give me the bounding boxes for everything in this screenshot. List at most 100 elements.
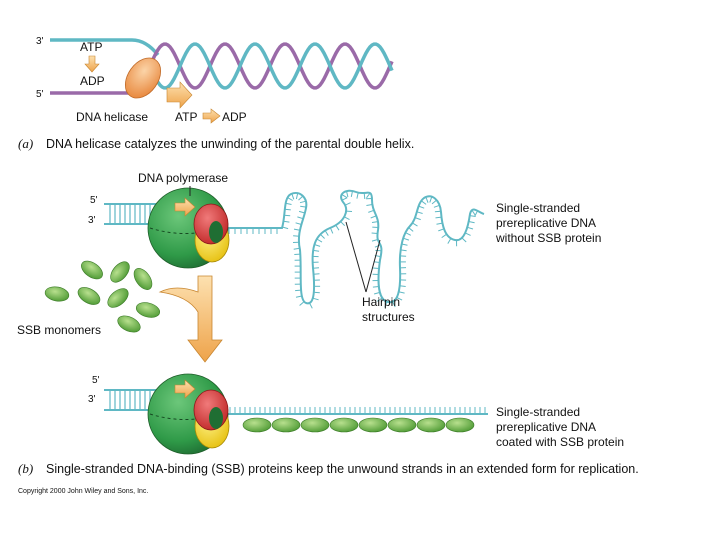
polymerase-direction-arrow-bottom [174, 379, 196, 399]
caption-b-text: Single-stranded DNA-binding (SSB) protei… [46, 462, 639, 476]
unpaired-base-tick [313, 273, 320, 275]
unpaired-base-tick [293, 247, 300, 250]
ssb-monomer [133, 268, 153, 290]
unpaired-base-tick [320, 233, 325, 239]
unpaired-base-tick [343, 216, 350, 221]
top-5prime-label: 5' [90, 195, 98, 206]
unpaired-base-tick [412, 222, 418, 227]
atp-to-adp-arrow-down [84, 55, 100, 73]
unpaired-base-tick [283, 220, 290, 223]
ssb-monomer-cluster: SSB monomers [17, 260, 161, 337]
unpaired-base-tick [371, 232, 378, 234]
panel-a: 3' 5' ATP ADP DNA helicase ATP ADP (a) D… [18, 36, 414, 151]
unpaired-base-tick [431, 199, 437, 205]
bottom-5prime-label: 5' [92, 375, 100, 386]
adp-label-bottom: ADP [222, 110, 247, 124]
unpaired-base-tick [295, 222, 302, 225]
dna-helicase-label: DNA helicase [76, 110, 148, 124]
unpaired-base-tick [370, 215, 377, 219]
ssb-monomers-label: SSB monomers [17, 323, 101, 337]
atp-label-top: ATP [80, 40, 102, 54]
unpaired-base-tick [293, 235, 300, 237]
ssb-binding-arrow [158, 275, 223, 363]
unpaired-base-tick [329, 227, 334, 234]
ssb-monomer [44, 286, 70, 302]
unpaired-base-tick [300, 205, 307, 208]
unpaired-base-tick [340, 221, 346, 227]
unpaired-base-tick [287, 197, 293, 201]
unpaired-base-tick [341, 193, 348, 199]
caption-a-text: DNA helicase catalyzes the unwinding of … [46, 137, 414, 151]
bound-ssb-protein [358, 417, 388, 433]
unpaired-base-tick [414, 217, 421, 221]
unpaired-base-tick [467, 226, 474, 230]
copyright-notice: Copyright 2000 John Wiley and Sons, Inc. [18, 488, 148, 495]
top-3prime-label: 3' [88, 215, 96, 226]
helix-strand-purple [148, 42, 394, 90]
unpaired-base-tick [366, 204, 373, 206]
ssb-monomer [117, 315, 141, 333]
hairpin-label-line1: Hairpin [362, 295, 400, 309]
unpaired-base-tick [435, 216, 442, 219]
unpaired-base-tick [368, 209, 375, 213]
bottom-3prime-label: 3' [88, 394, 96, 405]
helix-strand-teal [148, 42, 394, 90]
bound-ssb-protein [416, 417, 446, 433]
unpaired-bases-top [228, 190, 479, 309]
unpaired-base-tick [425, 196, 429, 203]
unpaired-base-tick [464, 232, 471, 236]
ssb-monomer [107, 288, 129, 308]
unpaired-base-tick [468, 221, 475, 224]
unpaired-base-tick [341, 197, 348, 201]
unpaired-base-tick [295, 295, 303, 298]
bound-ssb-protein [271, 417, 301, 433]
unpaired-base-tick [403, 237, 410, 241]
unpaired-base-tick [396, 296, 403, 301]
unpaired-base-tick [371, 239, 378, 242]
caption-b-letter: (b) [18, 461, 33, 476]
unpaired-base-tick [401, 243, 408, 246]
atp-to-adp-arrow-right [202, 108, 221, 124]
unpaired-base-tick [374, 244, 381, 248]
unpaired-base-tick [295, 192, 299, 200]
ssb-monomer [135, 302, 161, 318]
bound-ssb-protein [445, 417, 475, 433]
strand-label-top-line3: without SSB protein [495, 231, 601, 245]
unpaired-base-tick [346, 190, 349, 198]
unpaired-base-tick [312, 267, 320, 269]
unpaired-base-tick [399, 285, 406, 287]
unpaired-base-tick [420, 200, 427, 205]
unpaired-base-tick [447, 238, 452, 244]
atp-label-bottom: ATP [175, 110, 197, 124]
unpaired-base-tick [416, 211, 423, 214]
adp-label-top: ADP [80, 74, 105, 88]
unpaired-base-tick [324, 230, 329, 236]
unpaired-base-tick [408, 227, 414, 232]
unpaired-base-tick [433, 204, 440, 208]
ssb-coated-row [242, 417, 475, 433]
unpaired-base-tick [429, 196, 433, 203]
bound-ssb-protein [300, 417, 330, 433]
unpaired-bases-bottom [229, 407, 486, 414]
bound-ssb-protein [329, 417, 359, 433]
unpaired-base-tick [295, 289, 302, 292]
unpaired-base-tick [363, 192, 366, 200]
label-5prime: 5' [36, 89, 44, 100]
unpaired-base-tick [400, 249, 407, 252]
caption-a-letter: (a) [18, 136, 33, 151]
unpaired-base-tick [441, 233, 447, 239]
unpaired-base-tick [366, 192, 371, 199]
unpaired-base-tick [350, 190, 353, 197]
strand-label-bottom-line3: coated with SSB protein [496, 435, 624, 449]
unpaired-base-tick [371, 221, 379, 223]
unpaired-base-tick [405, 232, 412, 236]
unpaired-base-tick [398, 291, 405, 294]
bound-ssb-protein [387, 417, 417, 433]
unpaired-base-tick [309, 302, 313, 309]
unwound-strand-3prime [50, 38, 160, 57]
strand-label-bottom-line1: Single-stranded [496, 405, 580, 419]
unpaired-base-tick [299, 200, 306, 204]
unpaired-base-tick [471, 209, 476, 216]
unpaired-base-tick [373, 261, 380, 263]
